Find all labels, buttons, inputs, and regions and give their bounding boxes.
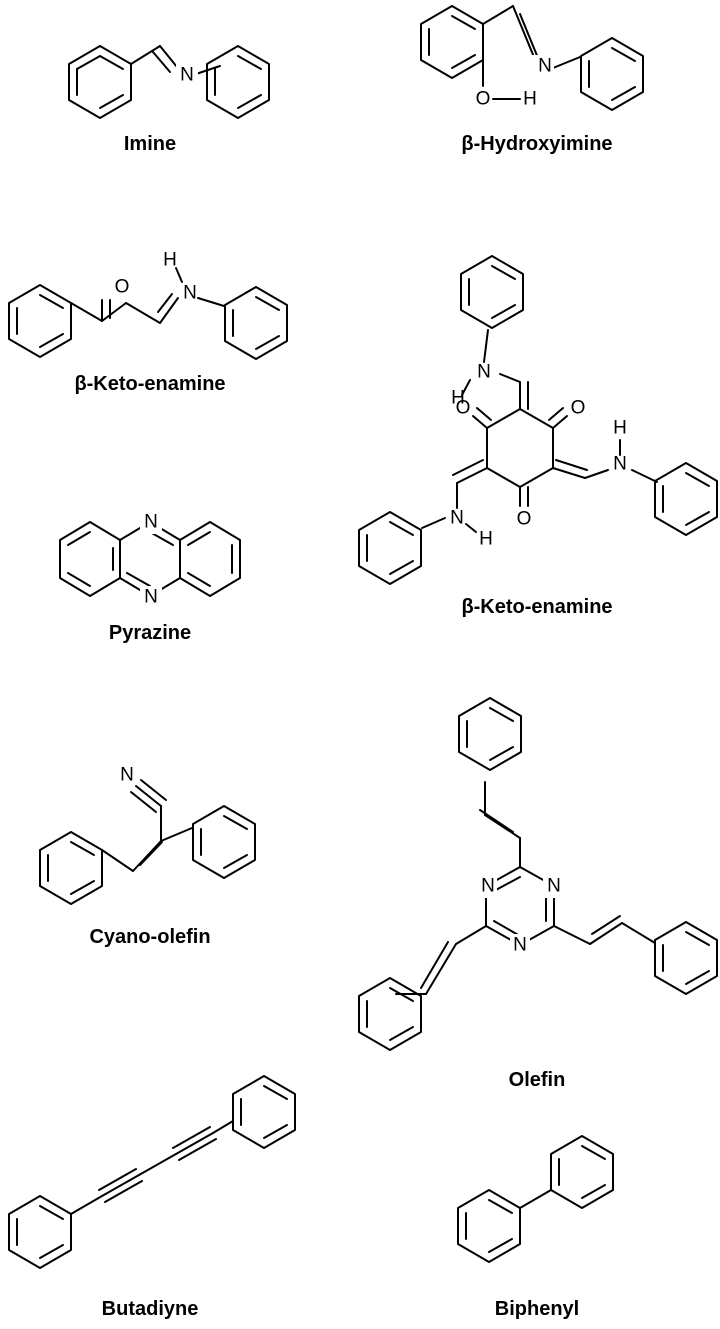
structure-name: Olefin — [509, 1069, 566, 1091]
benzene-ring — [179, 521, 241, 597]
nitrogen-atom-label: N — [613, 454, 627, 475]
structure-imine: N Imine — [68, 45, 270, 155]
benzene-ring — [358, 511, 422, 585]
structure-name: β-Hydroxyimine — [461, 133, 612, 155]
structure-biphenyl: Biphenyl — [457, 1135, 614, 1320]
oxygen-atom-label: O — [571, 398, 586, 419]
nitrogen-atom-label: N — [450, 508, 464, 529]
structure-name: β-Keto-enamine — [74, 373, 225, 395]
biphenyl-molecule — [457, 1135, 614, 1263]
structure-butadiyne: Butadiyne — [8, 1075, 296, 1320]
hydrogen-atom-label: H — [523, 89, 537, 110]
nitrogen-atom-label: N — [120, 765, 134, 786]
nitrogen-atom-label: N — [180, 65, 194, 86]
benzene-ring — [224, 286, 288, 360]
oxygen-atom-label: O — [456, 398, 471, 419]
benzene-ring — [358, 977, 422, 1051]
benzene-ring — [59, 521, 121, 597]
oxygen-atom-label: O — [517, 509, 532, 530]
phenazine-molecule: N N — [59, 510, 241, 610]
triazine-olefin-molecule: N N N — [358, 697, 718, 1051]
structure-beta-hydroxyimine: N O H β-Hydroxyimine — [420, 5, 644, 155]
benzene-ring — [232, 1075, 296, 1149]
tripodal-keto-enamine-molecule: N H O O O H N N H — [358, 255, 718, 585]
nitrogen-atom-label: N — [538, 56, 552, 77]
benzene-ring — [460, 255, 524, 329]
structure-name: β-Keto-enamine — [461, 596, 612, 618]
hydroxyimine-molecule: N O H — [420, 5, 644, 111]
hydrogen-atom-label: H — [163, 250, 177, 271]
structure-beta-keto-enamine-tripodal: N H O O O H N N H β-Keto-enamine — [358, 255, 718, 618]
structure-name: Pyrazine — [109, 622, 191, 644]
structure-name: Imine — [124, 133, 176, 155]
hydrogen-atom-label: H — [479, 529, 493, 550]
structure-cyano-olefin: N Cyano-olefin — [39, 765, 256, 948]
structure-beta-keto-enamine: O H N β-Keto-enamine — [8, 250, 288, 395]
benzene-ring — [550, 1135, 614, 1209]
structure-name: Butadiyne — [102, 1298, 199, 1320]
imine-molecule: N — [68, 45, 270, 119]
benzene-ring — [654, 921, 718, 995]
oxygen-atom-label: O — [476, 89, 491, 110]
cyano-olefin-molecule: N — [39, 765, 256, 905]
structure-pyrazine: N N Pyrazine — [59, 510, 241, 644]
structure-olefin: N N N Olefin — [358, 697, 718, 1091]
benzene-ring — [206, 45, 270, 119]
cyclohexane-ring — [486, 408, 554, 488]
oxygen-atom-label: O — [115, 277, 130, 298]
structure-name: Cyano-olefin — [89, 926, 210, 948]
nitrogen-atom-label: N — [513, 935, 527, 956]
hydrogen-atom-label: H — [613, 418, 627, 439]
hydrogen-atom-label: H — [451, 388, 465, 409]
benzene-ring — [580, 37, 644, 111]
keto-enamine-molecule: O H N — [8, 250, 288, 360]
benzene-ring — [654, 462, 718, 536]
benzene-ring — [458, 697, 522, 771]
nitrogen-atom-label: N — [481, 876, 495, 897]
nitrogen-atom-label: N — [144, 512, 158, 533]
benzene-ring — [192, 805, 256, 879]
nitrogen-atom-label: N — [183, 283, 197, 304]
structure-name: Biphenyl — [495, 1298, 579, 1320]
nitrogen-atom-label: N — [547, 876, 561, 897]
nitrogen-atom-label: N — [144, 587, 158, 608]
nitrogen-atom-label: N — [477, 362, 491, 383]
butadiyne-molecule — [8, 1075, 296, 1269]
